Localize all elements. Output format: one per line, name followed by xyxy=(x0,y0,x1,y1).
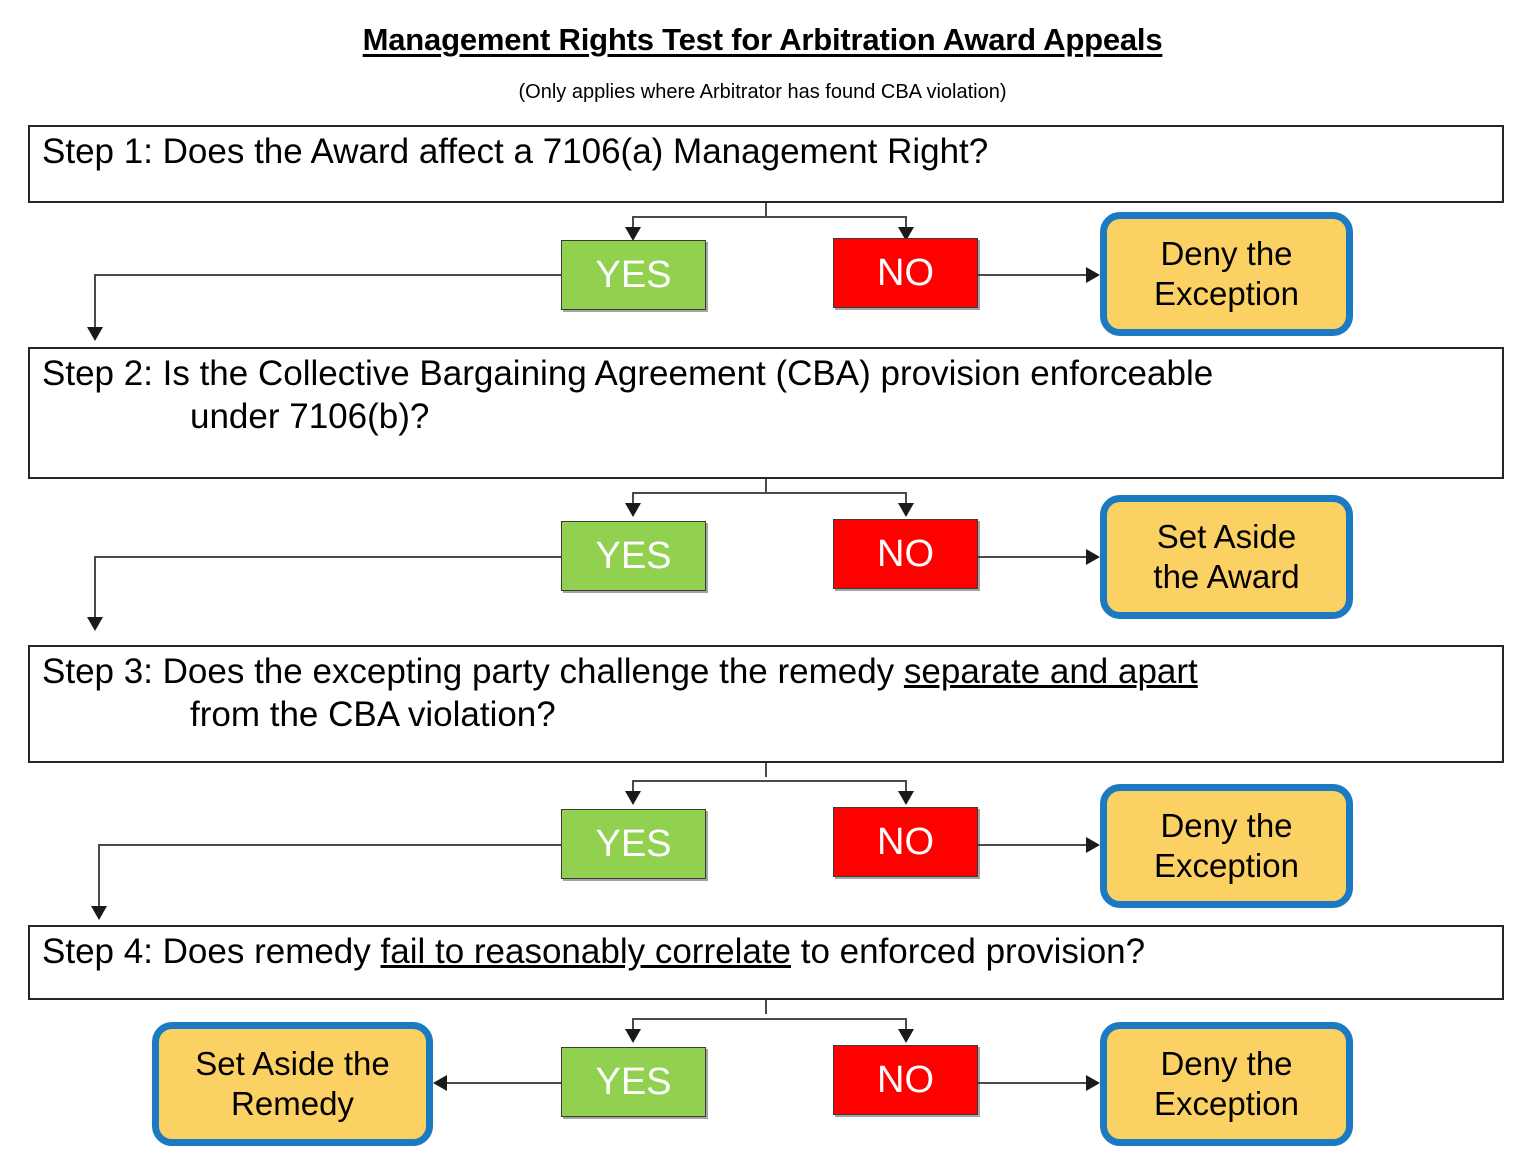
step-4-no-box[interactable]: NO xyxy=(833,1045,978,1115)
step-3-line1: Step 3: Does the excepting party challen… xyxy=(42,651,1492,694)
step-2-box: Step 2: Is the Collective Bargaining Agr… xyxy=(28,347,1504,479)
step-3-yes-arrowhead xyxy=(625,791,641,805)
step-2-no-path-arrowhead xyxy=(1086,549,1100,565)
step-4-branch-bar xyxy=(632,1018,906,1020)
step-2-no-arrowhead xyxy=(898,503,914,517)
step-4-yes-path-h xyxy=(447,1082,561,1084)
step-3-yes-drop xyxy=(632,780,634,794)
step-3-branch-stem xyxy=(765,763,767,777)
step-3-no-outcome-line1: Deny the xyxy=(1160,806,1293,844)
step-4-yes-arrowhead xyxy=(625,1029,641,1043)
step-1-no-outcome[interactable]: Deny the Exception xyxy=(1100,212,1353,336)
step-2-no-outcome-line1: Set Aside xyxy=(1156,517,1297,555)
step-3-yes-label: YES xyxy=(595,822,672,865)
step-3-yes-box[interactable]: YES xyxy=(561,809,706,879)
step-3-branch-bar xyxy=(632,780,906,782)
step-3-box: Step 3: Does the excepting party challen… xyxy=(28,645,1504,763)
step-3-no-drop xyxy=(905,780,907,794)
step-3-line1-underlined: separate and apart xyxy=(903,652,1198,691)
step-3-line2: from the CBA violation? xyxy=(190,694,556,734)
page-title: Management Rights Test for Arbitration A… xyxy=(0,22,1525,58)
step-1-branch-stem xyxy=(765,203,767,217)
step-4-no-outcome[interactable]: Deny the Exception xyxy=(1100,1022,1353,1146)
step-1-no-path-arrowhead xyxy=(1086,267,1100,283)
step-2-branch-bar xyxy=(632,492,906,494)
step-1-no-drop xyxy=(905,216,907,230)
step-4-no-outcome-line1: Deny the xyxy=(1160,1044,1293,1082)
step-3-yes-path-h xyxy=(98,844,562,846)
step-2-line1: Step 2: Is the Collective Bargaining Agr… xyxy=(42,354,1214,393)
step-2-no-path-h xyxy=(978,556,1090,558)
step-2-no-outcome-line2: the Award xyxy=(1153,558,1300,595)
step-4-yes-outcome-line2: Remedy xyxy=(231,1085,354,1122)
step-4-no-arrowhead xyxy=(898,1029,914,1043)
step-3-no-box[interactable]: NO xyxy=(833,807,978,877)
step-4-yes-drop xyxy=(632,1018,634,1032)
step-4-yes-path-arrowhead xyxy=(433,1075,447,1091)
step-1-no-outcome-line1: Deny the xyxy=(1160,234,1293,272)
step-2-yes-arrowhead xyxy=(625,503,641,517)
step-3-yes-path-arrowhead xyxy=(91,906,107,920)
step-4-branch-stem xyxy=(765,1000,767,1014)
step-1-no-arrowhead xyxy=(898,227,914,241)
step-3-no-label: NO xyxy=(877,820,934,863)
step-3-no-outcome-line2: Exception xyxy=(1154,847,1299,884)
step-2-no-outcome[interactable]: Set Aside the Award xyxy=(1100,495,1353,619)
step-2-no-drop xyxy=(905,492,907,506)
step-1-yes-path-arrowhead xyxy=(87,327,103,341)
step-4-line1-pre: Step 4: Does remedy xyxy=(42,932,381,971)
step-4-no-path-h xyxy=(978,1082,1090,1084)
step-2-yes-label: YES xyxy=(595,534,672,577)
step-2-no-label: NO xyxy=(877,532,934,575)
step-3-no-path-h xyxy=(978,844,1090,846)
step-3-no-arrowhead xyxy=(898,791,914,805)
step-4-line1-post: to enforced provision? xyxy=(791,932,1146,971)
step-4-line1: Step 4: Does remedy fail to reasonably c… xyxy=(42,931,1492,974)
step-1-line1: Step 1: Does the Award affect a 7106(a) … xyxy=(42,132,989,171)
step-1-yes-arrowhead xyxy=(625,227,641,241)
step-1-no-label: NO xyxy=(877,251,934,294)
step-4-yes-box[interactable]: YES xyxy=(561,1047,706,1117)
step-1-no-box[interactable]: NO xyxy=(833,238,978,308)
page-title-text: Management Rights Test for Arbitration A… xyxy=(362,22,1163,57)
step-1-yes-label: YES xyxy=(595,253,672,296)
step-4-no-outcome-line2: Exception xyxy=(1154,1085,1299,1122)
page-subtitle: (Only applies where Arbitrator has found… xyxy=(518,81,1007,103)
step-1-box: Step 1: Does the Award affect a 7106(a) … xyxy=(28,125,1504,203)
step-2-yes-box[interactable]: YES xyxy=(561,521,706,591)
step-4-yes-label: YES xyxy=(595,1060,672,1103)
step-1-yes-box[interactable]: YES xyxy=(561,240,706,310)
step-2-line2: under 7106(b)? xyxy=(190,396,430,436)
step-1-no-outcome-line2: Exception xyxy=(1154,275,1299,312)
step-4-yes-outcome[interactable]: Set Aside the Remedy xyxy=(152,1022,433,1146)
step-4-line1-underlined: fail to reasonably correlate xyxy=(380,932,792,971)
step-3-yes-path-v xyxy=(98,844,100,908)
step-4-no-label: NO xyxy=(877,1058,934,1101)
step-2-branch-stem xyxy=(765,479,767,493)
step-1-no-path-h xyxy=(978,274,1090,276)
step-4-no-drop xyxy=(905,1018,907,1032)
step-1-yes-path-h xyxy=(94,274,562,276)
step-3-line1-pre: Step 3: Does the excepting party challen… xyxy=(42,652,904,691)
step-1-branch-bar xyxy=(632,216,906,218)
step-1-yes-path-v xyxy=(94,274,96,329)
step-3-no-path-arrowhead xyxy=(1086,837,1100,853)
step-2-no-box[interactable]: NO xyxy=(833,519,978,589)
step-2-yes-path-v xyxy=(94,556,96,619)
step-4-box: Step 4: Does remedy fail to reasonably c… xyxy=(28,925,1504,1000)
step-1-yes-drop xyxy=(632,216,634,230)
step-4-no-path-arrowhead xyxy=(1086,1075,1100,1091)
step-2-yes-path-arrowhead xyxy=(87,617,103,631)
step-4-yes-outcome-line1: Set Aside the xyxy=(195,1044,390,1082)
step-2-yes-drop xyxy=(632,492,634,506)
step-2-yes-path-h xyxy=(94,556,562,558)
step-3-no-outcome[interactable]: Deny the Exception xyxy=(1100,784,1353,908)
